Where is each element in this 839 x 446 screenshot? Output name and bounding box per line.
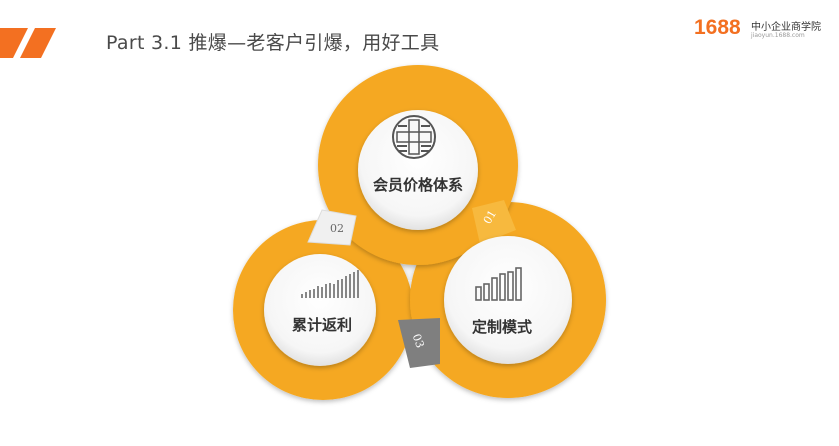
brand-name: 中小企业商学院 — [751, 22, 821, 33]
shield-cross-icon — [392, 115, 436, 159]
tab-01-label: 01 — [481, 208, 499, 227]
node-03-label: 定制模式 — [472, 318, 532, 336]
accent-bar — [0, 28, 56, 58]
page-title: Part 3.1 推爆—老客户引爆，用好工具 — [106, 32, 440, 54]
tab-01 — [472, 200, 516, 244]
node-01-label: 会员价格体系 — [373, 176, 463, 194]
node-02-label: 累计返利 — [292, 316, 352, 334]
tab-02-label: 02 — [330, 222, 344, 235]
inner-circle-02 — [264, 254, 376, 366]
tab-02 — [307, 209, 357, 246]
brand-logo: 1688 中小企业商学院 jiaoyun.1688.com — [694, 16, 834, 46]
tab-03-label: 03 — [410, 332, 427, 350]
brand-number: 1688 — [694, 16, 741, 39]
bar-chart-icon — [475, 267, 522, 301]
brand-url: jiaoyun.1688.com — [751, 32, 805, 39]
inner-circle-01 — [358, 110, 478, 230]
tab-03 — [398, 318, 440, 368]
rising-bars-icon — [301, 270, 359, 298]
